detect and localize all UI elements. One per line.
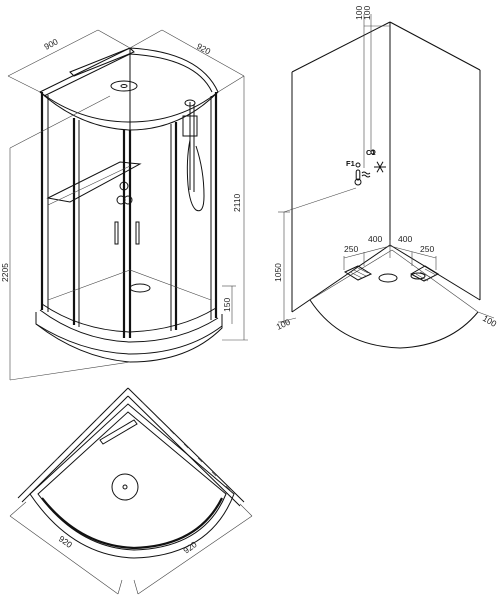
dim-plan-side-left: 920	[57, 534, 75, 551]
dim-spacing-left-400: 400	[368, 234, 382, 244]
dim-pipe-offset-a: 100	[354, 6, 364, 20]
dim-depth-front: 920	[195, 41, 212, 57]
thermometer-icon	[354, 169, 371, 186]
dim-wall-offset-right: 100	[481, 313, 498, 329]
plan-view: 920 920	[9, 387, 253, 595]
installation-view: 100 100 C1 F1 1050	[273, 6, 498, 349]
dim-wall-offset-left: 100	[275, 317, 292, 332]
front-view: 900 920 2110 2205 150	[0, 29, 248, 381]
dim-spacing-right-250: 250	[420, 244, 434, 254]
label-hot: F1	[346, 159, 355, 168]
dim-height-total: 2110	[232, 193, 242, 212]
dim-spacing-left-250: 250	[344, 244, 358, 254]
snowflake-icon	[374, 161, 386, 173]
dim-width-front: 900	[42, 36, 59, 51]
dim-pipe-offset-b: 100	[362, 6, 372, 20]
dim-tray-height: 150	[222, 298, 232, 312]
dim-outlet-height: 1050	[273, 263, 283, 282]
dim-spacing-right-400: 400	[398, 234, 412, 244]
dim-height-panel: 2205	[0, 263, 10, 282]
